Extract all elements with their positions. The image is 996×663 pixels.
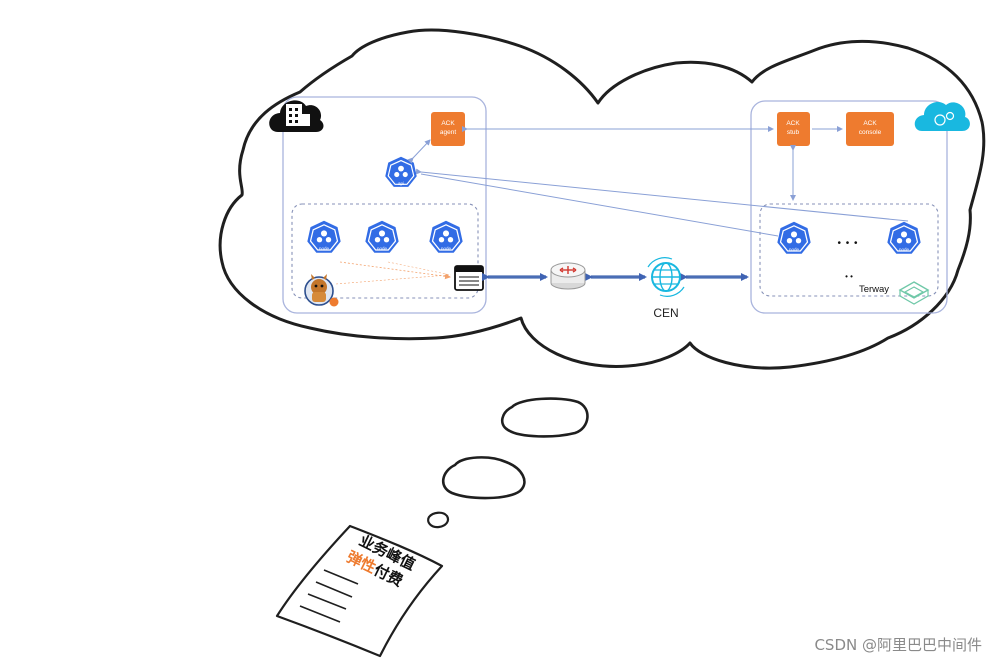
- kubernetes-icon: node: [776, 221, 812, 255]
- watermark: CSDN @阿里巴巴中间件: [814, 636, 982, 654]
- svg-text:node: node: [441, 246, 452, 251]
- connections: [415, 126, 909, 281]
- cen-globe-icon: [647, 257, 685, 297]
- paper-note: 业务峰值 弹性付费: [275, 524, 444, 658]
- node-ellipsis: • • •: [837, 238, 858, 249]
- svg-text:ACK: ACK: [863, 120, 877, 127]
- idc-cluster: ACK agent api node node node: [269, 96, 487, 314]
- terway-icon: [898, 281, 930, 305]
- cen-label: CEN: [653, 306, 678, 320]
- router-icon: [550, 262, 586, 290]
- kubernetes-icon: node: [886, 221, 922, 255]
- cloud-cluster: ACK stub ACK console node node • • • • •…: [750, 100, 970, 314]
- api-server-icon: api: [384, 156, 418, 188]
- svg-text:ACK: ACK: [786, 120, 800, 127]
- svg-text:node: node: [899, 247, 910, 252]
- svg-text:node: node: [319, 246, 330, 251]
- ack-agent-box: ACK agent: [431, 112, 465, 146]
- cloud-icon: [914, 101, 970, 131]
- server-icon: [454, 265, 484, 291]
- mascot-icon: [304, 274, 339, 307]
- kubernetes-icon: node: [306, 220, 342, 254]
- api-label: api: [398, 181, 404, 186]
- ack-stub-box: ACK stub: [777, 112, 810, 146]
- building-icon: [269, 100, 324, 132]
- ack-console-box: ACK console: [846, 112, 894, 146]
- svg-text:stub: stub: [787, 129, 800, 136]
- kubernetes-icon: node: [428, 220, 464, 254]
- terway-label: Terway: [859, 284, 889, 295]
- svg-text:ACK: ACK: [441, 120, 455, 127]
- svg-text:console: console: [859, 129, 882, 136]
- thought-trail: [427, 397, 589, 529]
- thought-cloud: [218, 28, 986, 370]
- svg-text:agent: agent: [440, 129, 456, 136]
- small-dots: • •: [845, 272, 853, 281]
- svg-text:node: node: [377, 246, 388, 251]
- kubernetes-icon: node: [364, 220, 400, 254]
- svg-text:node: node: [789, 247, 800, 252]
